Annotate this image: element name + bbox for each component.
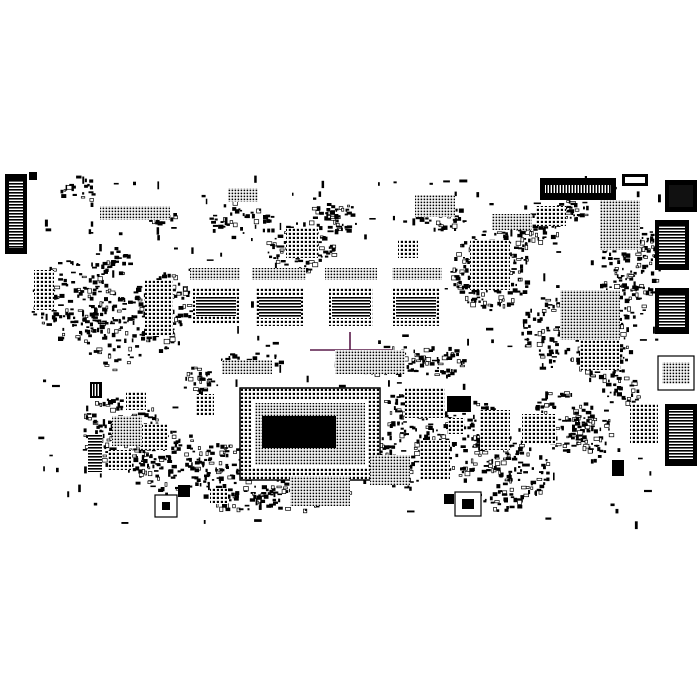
- memory-chip-2: [252, 268, 306, 326]
- right-port-4: [657, 355, 697, 466]
- ic-chips: [34, 188, 658, 518]
- top-right-connector: [540, 174, 648, 200]
- memory-chip-4: [392, 268, 442, 326]
- cpu-package: [239, 387, 381, 481]
- right-port-2: [655, 220, 689, 270]
- left-edge-connector: [5, 172, 37, 254]
- memory-chip-3: [325, 268, 377, 326]
- right-port-3: [655, 288, 689, 334]
- right-port-1: [665, 180, 697, 212]
- memory-chip-1: [190, 268, 240, 324]
